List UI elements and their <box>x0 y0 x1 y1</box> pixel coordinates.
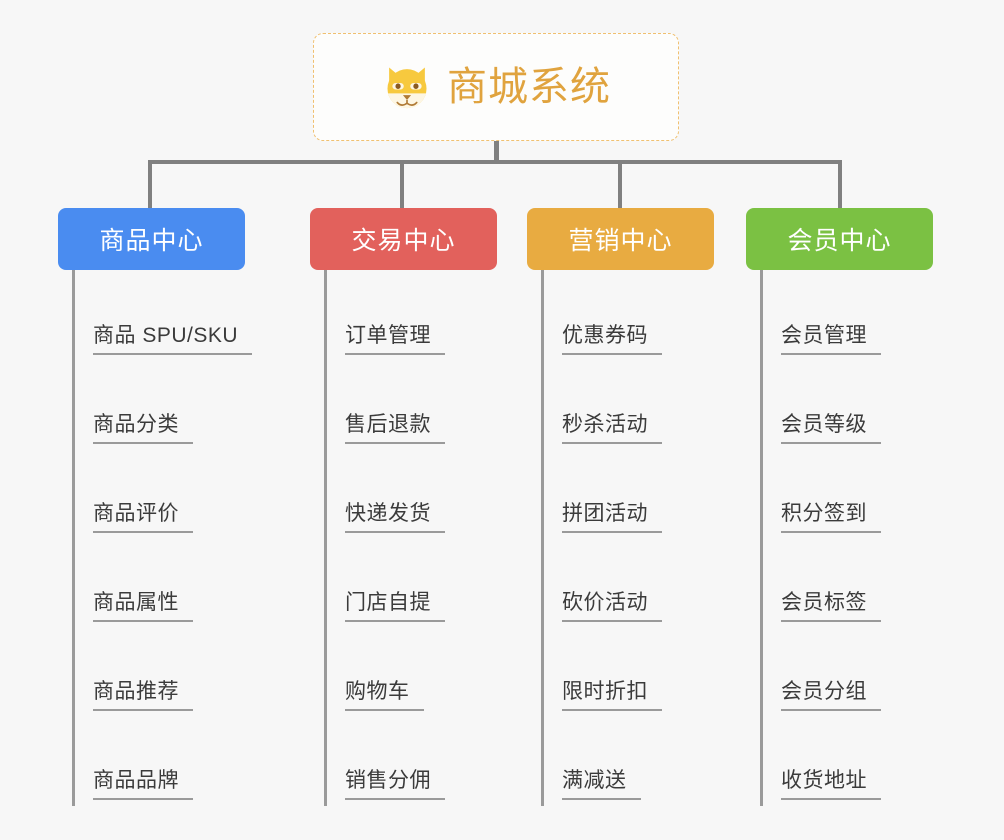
list-item[interactable]: 快递发货 <box>327 450 497 539</box>
branch-member-center: 会员中心 会员管理 会员等级 积分签到 会员标签 会员分组 收货地址 <box>746 208 933 806</box>
list-item[interactable]: 商品推荐 <box>75 628 252 717</box>
leaf-label: 秒杀活动 <box>562 413 662 444</box>
category-header-product-center[interactable]: 商品中心 <box>58 208 245 270</box>
leaf-list-member-center: 会员管理 会员等级 积分签到 会员标签 会员分组 收货地址 <box>760 270 933 806</box>
list-item[interactable]: 会员管理 <box>763 272 933 361</box>
leaf-label: 优惠券码 <box>562 324 662 355</box>
leaf-label: 售后退款 <box>345 413 445 444</box>
list-item[interactable]: 销售分佣 <box>327 717 497 806</box>
list-item[interactable]: 会员分组 <box>763 628 933 717</box>
connector-drop-trade-center <box>400 160 404 210</box>
root-node[interactable]: 商城系统 <box>313 33 679 141</box>
branch-marketing-center: 营销中心 优惠券码 秒杀活动 拼团活动 砍价活动 限时折扣 满减送 <box>527 208 714 806</box>
list-item[interactable]: 订单管理 <box>327 272 497 361</box>
leaf-label: 会员分组 <box>781 680 881 711</box>
list-item[interactable]: 售后退款 <box>327 361 497 450</box>
list-item[interactable]: 商品属性 <box>75 539 252 628</box>
leaf-label: 购物车 <box>345 680 424 711</box>
branch-trade-center: 交易中心 订单管理 售后退款 快递发货 门店自提 购物车 销售分佣 <box>310 208 497 806</box>
list-item[interactable]: 商品评价 <box>75 450 252 539</box>
list-item[interactable]: 秒杀活动 <box>544 361 714 450</box>
connector-drop-member-center <box>838 160 842 210</box>
list-item[interactable]: 商品品牌 <box>75 717 252 806</box>
shiba-dog-face-icon <box>387 67 427 109</box>
connector-drop-marketing-center <box>618 160 622 210</box>
category-header-trade-center[interactable]: 交易中心 <box>310 208 497 270</box>
leaf-label: 限时折扣 <box>562 680 662 711</box>
leaf-label: 商品推荐 <box>93 680 193 711</box>
leaf-label: 会员等级 <box>781 413 881 444</box>
leaf-label: 销售分佣 <box>345 769 445 800</box>
list-item[interactable]: 会员标签 <box>763 539 933 628</box>
category-header-member-center[interactable]: 会员中心 <box>746 208 933 270</box>
connector-horizontal-bus <box>150 160 842 164</box>
leaf-list-product-center: 商品 SPU/SKU 商品分类 商品评价 商品属性 商品推荐 商品品牌 <box>72 270 253 806</box>
leaf-label: 商品评价 <box>93 502 193 533</box>
leaf-label: 砍价活动 <box>562 591 662 622</box>
leaf-label: 会员管理 <box>781 324 881 355</box>
leaf-label: 拼团活动 <box>562 502 662 533</box>
list-item[interactable]: 购物车 <box>327 628 497 717</box>
leaf-label: 门店自提 <box>345 591 445 622</box>
list-item[interactable]: 限时折扣 <box>544 628 714 717</box>
connector-drop-product-center <box>148 160 152 210</box>
list-item[interactable]: 商品分类 <box>75 361 252 450</box>
leaf-label: 快递发货 <box>345 502 445 533</box>
root-title: 商城系统 <box>447 65 611 109</box>
leaf-label: 积分签到 <box>781 502 881 533</box>
list-item[interactable]: 优惠券码 <box>544 272 714 361</box>
list-item[interactable]: 积分签到 <box>763 450 933 539</box>
category-header-marketing-center[interactable]: 营销中心 <box>527 208 714 270</box>
leaf-label: 商品分类 <box>93 413 193 444</box>
list-item[interactable]: 拼团活动 <box>544 450 714 539</box>
leaf-label: 商品品牌 <box>93 769 193 800</box>
leaf-label: 订单管理 <box>345 324 445 355</box>
leaf-label: 商品 SPU/SKU <box>93 324 253 355</box>
list-item[interactable]: 满减送 <box>544 717 714 806</box>
branch-product-center: 商品中心 商品 SPU/SKU 商品分类 商品评价 商品属性 商品推荐 商品品牌 <box>58 208 253 806</box>
list-item[interactable]: 砍价活动 <box>544 539 714 628</box>
leaf-label: 商品属性 <box>93 591 193 622</box>
leaf-label: 会员标签 <box>781 591 881 622</box>
list-item[interactable]: 收货地址 <box>763 717 933 806</box>
list-item[interactable]: 门店自提 <box>327 539 497 628</box>
list-item[interactable]: 商品 SPU/SKU <box>75 272 253 361</box>
list-item[interactable]: 会员等级 <box>763 361 933 450</box>
leaf-label: 收货地址 <box>781 769 881 800</box>
leaf-label: 满减送 <box>562 769 641 800</box>
connector-root-stem <box>494 141 499 164</box>
leaf-list-marketing-center: 优惠券码 秒杀活动 拼团活动 砍价活动 限时折扣 满减送 <box>541 270 714 806</box>
leaf-list-trade-center: 订单管理 售后退款 快递发货 门店自提 购物车 销售分佣 <box>324 270 497 806</box>
